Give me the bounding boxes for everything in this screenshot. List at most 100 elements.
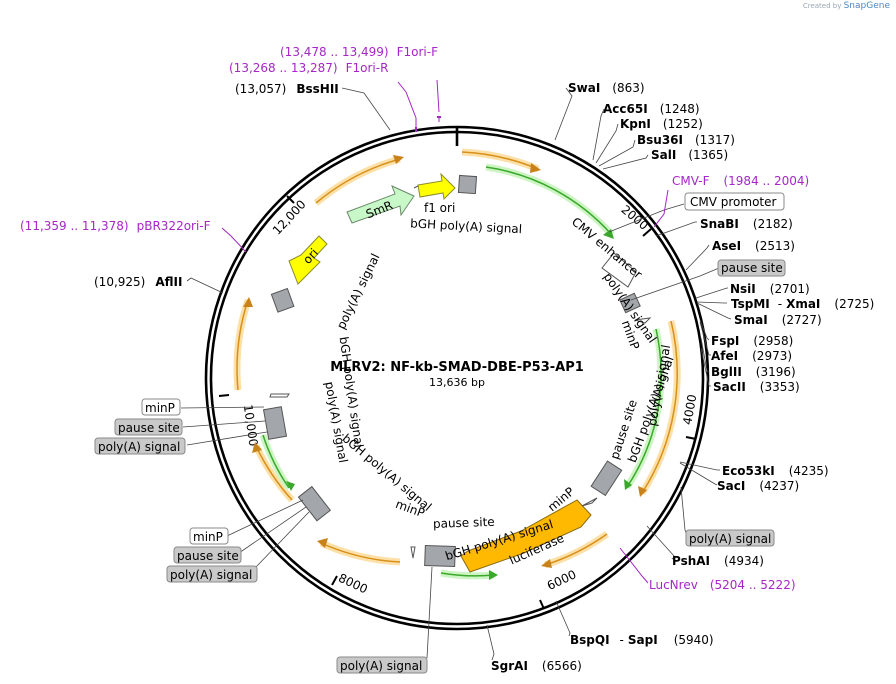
enzyme-label: SnaBI(2182) [700,217,793,231]
enzyme-name: BspQI [570,633,610,647]
enzyme-name: FspI [711,334,739,348]
snapgene-credit: Created by SnapGene [803,1,890,11]
enzyme-label: FspI (2958) [711,334,793,348]
tick-label-6000: 6000 [545,567,579,593]
callout-pause-site-right: pause site [717,259,786,277]
enzyme-name: SwaI [568,81,600,95]
enzyme-position: (13,057) [235,82,286,96]
enzyme-name: Eco53kI [722,464,775,478]
enzyme-label: (10,925) AflII [94,275,182,289]
enzyme-name: TspMI [731,297,770,311]
enzyme-name: SalI [651,148,676,162]
bgh-polya-label: bGH poly(A) signal [410,216,523,236]
enzyme-name: BssHII [296,82,338,96]
enzyme-label: NsiI(2701) [730,282,810,296]
enzyme-position: (4237) [759,479,799,493]
enzyme-name: SacII [713,380,746,394]
enzyme-position: (1317) [695,133,735,147]
enzyme-position: (2727) [782,313,822,327]
svg-text:poly(A) signal: poly(A) signal [98,440,180,454]
callout-minp-left-1: minP [141,398,181,416]
backbone [204,125,710,631]
enzyme-leader-lines [186,87,732,661]
enzyme-name: XmaI [786,297,820,311]
gray-feature-blocks [262,174,641,568]
enzyme-position: (1252) [663,117,703,131]
enzyme-label: SwaI (863) [568,81,645,95]
tick-marks [218,195,697,610]
enzyme-name: SmaI [734,313,768,327]
enzyme-label: KpnI(1252) [620,117,703,131]
enzyme-label: AfeI(2973) [711,349,792,363]
enzyme-position: (3353) [760,380,800,394]
enzyme-name: Acc65I [603,102,648,116]
small-marks [269,185,652,559]
primer-labels: (13,478 .. 13,499)F1ori-F (13,268 .. 13,… [20,45,809,592]
enzyme-position: (1248) [660,102,700,116]
primer-label: (13,268 .. 13,287) F1ori-R [229,61,388,75]
svg-text:poly(A) signal: poly(A) signal [340,659,422,673]
enzyme-position: (1365) [688,148,728,162]
enzyme-label: BglII (3196) [711,365,796,379]
enzyme-name: SnaBI [700,217,739,231]
enzyme-position: (5940) [674,633,714,647]
primer-range: (13,478 .. 13,499) [280,45,389,59]
enzyme-label: PshAI(4934) [672,554,764,568]
green-feature-arcs [259,163,665,580]
credit-prefix: Created by [802,2,842,10]
f1-ori-arrow [417,172,456,201]
polya-label-left-upper: poly(A) signal [334,251,383,331]
enzyme-position: (4934) [724,554,764,568]
enzyme-label: SalI (1365) [651,148,728,162]
callout-pause-site-left-1: pause site [114,418,183,436]
tick-mark [685,436,697,440]
primer-leader-lines [221,79,669,584]
primer-range: (13,268 .. 13,287) [229,61,338,75]
tick-mark [539,599,545,610]
enzyme-label: Bsu36I(1317) [637,133,735,147]
svg-text:pause site: pause site [118,421,180,435]
enzyme-position: (10,925) [94,275,145,289]
enzyme-label: SgrAI(6566) [491,659,582,673]
primer-name: pBR322ori-F [137,219,211,233]
enzyme-label: Eco53kI(4235) [722,464,829,478]
ori-feature: ori [288,235,328,285]
tick-label-4000: 4000 [680,393,699,426]
smr-label: SmR [364,198,395,221]
enzyme-position: (863) [612,81,644,95]
tick-label-10000: 10,000 [241,404,261,448]
enzyme-label: (13,057) BssHII [235,82,339,96]
primer-label: CMV-F(1984 .. 2004) [672,174,809,188]
snapgene-logo: SnapGene [843,1,890,11]
callout-polya-right: poly(A) signal [685,529,775,547]
enzyme-name: SapI [628,633,658,647]
smr-feature: SmR [346,185,415,224]
enzyme-name: AfeI [711,349,738,363]
enzyme-name: AflII [155,275,182,289]
enzyme-position: (2958) [753,334,793,348]
enzyme-name: SgrAI [491,659,528,673]
enzyme-name: BglII [711,365,742,379]
callout-polya-left-1: poly(A) signal [94,437,186,455]
svg-text:poly(A) signal: poly(A) signal [170,568,252,582]
enzyme-name: NsiI [730,282,756,296]
enzyme-position: (3196) [756,365,796,379]
tick-mark [331,575,338,586]
enzyme-position: (2513) [755,239,795,253]
enzyme-name: AseI [712,239,741,253]
primer-label: (13,478 .. 13,499)F1ori-F [280,45,438,59]
primer-label: LucNrev(5204 .. 5222) [649,578,796,592]
inner-feature-labels: f1 ori bGH poly(A) signal CMV enhancer p… [322,201,676,563]
enzyme-label: TspMI-XmaI(2725) [731,297,874,311]
enzyme-position: (2725) [834,297,874,311]
svg-text:poly(A) signal: poly(A) signal [689,532,771,546]
callout-pause-site-left-2: pause site [173,546,242,564]
callout-cmv-promoter: CMV promoter [684,192,785,211]
enzyme-labels: SwaI (863) Acc65I (1248) KpnI(1252) Bsu36I… [94,81,874,673]
feature-callouts: CMV promoter pause site poly(A) signal p… [94,192,786,674]
tick-mark [286,195,295,204]
enzyme-label: SacI(4237) [717,479,799,493]
primer-range: (1984 .. 2004) [723,174,809,188]
primer-name: F1ori-R [346,61,389,75]
